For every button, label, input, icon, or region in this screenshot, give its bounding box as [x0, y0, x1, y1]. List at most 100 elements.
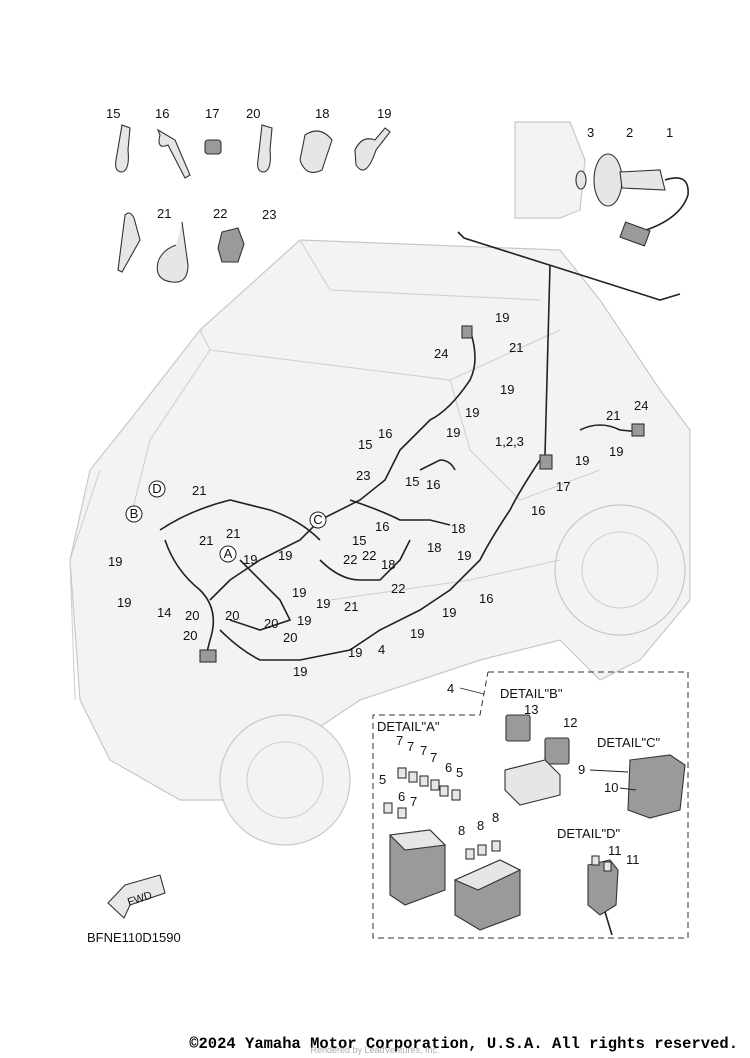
callout-18: 18 — [315, 106, 329, 121]
svg-text:20: 20 — [264, 616, 278, 631]
svg-text:20: 20 — [283, 630, 297, 645]
svg-text:20: 20 — [183, 628, 197, 643]
cable-tie-16 — [156, 128, 191, 179]
svg-text:15: 15 — [358, 437, 372, 452]
svg-text:19: 19 — [442, 605, 456, 620]
holder-23 — [217, 227, 245, 263]
svg-text:20: 20 — [185, 608, 199, 623]
svg-text:12: 12 — [563, 715, 577, 730]
band-clamp-15 — [115, 124, 131, 173]
band-clamp-20 — [257, 124, 273, 173]
fuse-8-b — [477, 844, 487, 856]
locator-d: D — [148, 480, 166, 498]
svg-text:19: 19 — [292, 585, 306, 600]
svg-text:19: 19 — [575, 453, 589, 468]
svg-text:5: 5 — [456, 765, 463, 780]
fuse-6-right — [439, 785, 449, 797]
cable-tie-19 — [354, 127, 391, 171]
svg-text:8: 8 — [458, 823, 465, 838]
svg-text:21: 21 — [199, 533, 213, 548]
band-21 — [117, 212, 141, 273]
callout-19: 19 — [377, 106, 391, 121]
svg-text:21: 21 — [344, 599, 358, 614]
svg-text:B: B — [130, 506, 139, 521]
wire-harness-main — [159, 325, 645, 663]
svg-text:16: 16 — [426, 477, 440, 492]
fuse-5-right — [451, 789, 461, 801]
svg-text:7: 7 — [430, 750, 437, 765]
clamp-18 — [299, 130, 333, 173]
svg-text:21: 21 — [192, 483, 206, 498]
front-wheel — [219, 714, 351, 846]
copyright-notice: ©2024 Yamaha Motor Corporation, U.S.A. A… — [189, 1035, 738, 1053]
rear-wheel — [554, 504, 686, 636]
callout-16: 16 — [155, 106, 169, 121]
grommet-2 — [593, 153, 623, 207]
svg-text:16: 16 — [531, 503, 545, 518]
svg-text:19: 19 — [609, 444, 623, 459]
callout-20: 20 — [246, 106, 260, 121]
controller-c: 9 10 — [578, 754, 686, 819]
svg-text:22: 22 — [362, 548, 376, 563]
svg-text:7: 7 — [396, 733, 403, 748]
svg-text:22: 22 — [343, 552, 357, 567]
clamp-parts-group — [115, 124, 391, 283]
svg-text:13: 13 — [524, 702, 538, 717]
sensor-inset — [457, 121, 689, 456]
vehicle-silhouette — [69, 239, 691, 846]
svg-text:16: 16 — [479, 591, 493, 606]
svg-text:8: 8 — [492, 810, 499, 825]
inset-bracket — [457, 231, 681, 301]
callout-23: 23 — [262, 207, 276, 222]
svg-text:6: 6 — [445, 760, 452, 775]
relay-12 — [544, 737, 570, 765]
svg-text:11: 11 — [608, 843, 622, 858]
fuse-box-a: 7 7 7 7 6 5 5 6 7 8 8 8 — [379, 733, 522, 931]
svg-text:15: 15 — [352, 533, 366, 548]
svg-text:17: 17 — [556, 479, 570, 494]
svg-text:19: 19 — [293, 664, 307, 679]
svg-text:7: 7 — [407, 739, 414, 754]
svg-text:19: 19 — [457, 548, 471, 563]
locator-b: B — [125, 505, 143, 523]
fuse-8-c — [491, 840, 501, 852]
svg-text:19: 19 — [316, 596, 330, 611]
fuse-holder-d: 11 11 — [587, 843, 640, 936]
fuse-5-left — [383, 802, 393, 814]
fuse-6-left — [397, 807, 407, 819]
svg-text:5: 5 — [379, 772, 386, 787]
fuse-7-b — [408, 771, 418, 783]
svg-text:7: 7 — [420, 743, 427, 758]
svg-text:A: A — [224, 546, 233, 561]
connector-rear — [539, 454, 553, 470]
connector-roof — [461, 325, 473, 339]
rendered-by-notice: Rendered by LeadVentures, Inc. — [310, 1045, 440, 1055]
callout-1: 1 — [666, 125, 673, 140]
svg-text:19: 19 — [278, 548, 292, 563]
svg-text:19: 19 — [297, 613, 311, 628]
svg-text:19: 19 — [465, 405, 479, 420]
svg-text:20: 20 — [225, 608, 239, 623]
fwd-arrow-icon: FWD — [107, 874, 166, 919]
callout-labels: 1 2 3 15 16 17 20 18 19 21 22 23 19 24 2… — [106, 106, 673, 679]
fuse-7-c — [419, 775, 429, 787]
svg-text:6: 6 — [398, 789, 405, 804]
callout-15: 15 — [106, 106, 120, 121]
fuse-7-a — [397, 767, 407, 779]
svg-text:14: 14 — [157, 605, 171, 620]
fuse-11-b — [603, 861, 612, 872]
relay-13 — [505, 714, 531, 742]
svg-text:19: 19 — [108, 554, 122, 569]
callout-1-2-3: 1,2,3 — [495, 434, 524, 449]
callout-4-detail: 4 — [447, 681, 454, 696]
svg-text:24: 24 — [434, 346, 448, 361]
svg-text:18: 18 — [381, 557, 395, 572]
detail-inset: 4 DETAIL"A" DETAIL"B" DETAIL"C" DETAIL"D… — [372, 671, 689, 939]
locator-a: A — [219, 545, 237, 563]
svg-text:11: 11 — [626, 852, 640, 867]
svg-text:24: 24 — [634, 398, 648, 413]
svg-text:22: 22 — [391, 581, 405, 596]
svg-text:19: 19 — [243, 552, 257, 567]
svg-text:C: C — [313, 512, 322, 527]
